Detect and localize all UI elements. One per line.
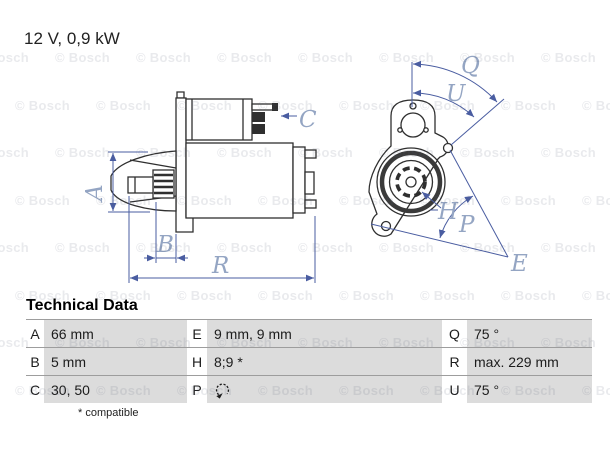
- dim-label-C: C: [299, 107, 317, 133]
- spec-key: U: [442, 376, 467, 403]
- table-row: C 30, 50 P U 75 °: [26, 375, 592, 403]
- spec-value: 8;9 *: [207, 348, 442, 375]
- dim-label-Q: Q: [461, 53, 480, 79]
- shaft-collar: [127, 176, 154, 194]
- side-view: [110, 91, 317, 233]
- spec-key: C: [26, 376, 44, 403]
- terminal-nut: [252, 112, 265, 122]
- spec-key: Q: [442, 320, 467, 347]
- front-view: [368, 99, 454, 237]
- watermark-text: © Bosch: [0, 335, 30, 350]
- table-footnote: * compatible: [78, 407, 139, 419]
- pinion-teeth: [395, 166, 427, 198]
- spec-value: 66 mm: [44, 320, 187, 347]
- table-row: B 5 mm H 8;9 * R max. 229 mm: [26, 347, 592, 375]
- spec-value: 5 mm: [44, 348, 187, 375]
- spec-value-rotation: [207, 376, 442, 403]
- spec-key: E: [187, 320, 207, 347]
- dim-label-P: P: [458, 212, 475, 238]
- technical-drawing: A B R C: [82, 53, 528, 283]
- spec-value: 30, 50: [44, 376, 187, 403]
- terminal-nut: [252, 124, 265, 134]
- voltage-power-rating: 12 V, 0,9 kW: [24, 29, 120, 48]
- bracket-top-tab: [176, 91, 185, 99]
- bolt-hole: [380, 220, 392, 232]
- solenoid-top-hole: [409, 102, 417, 110]
- spec-key: A: [26, 320, 44, 347]
- dim-label-H: H: [437, 199, 459, 225]
- dim-label-A: A: [82, 184, 108, 203]
- end-boss: [304, 171, 315, 195]
- spec-key: R: [442, 348, 467, 375]
- through-bolt: [304, 149, 317, 159]
- side-view-dimensions: A B R C: [82, 107, 317, 283]
- front-view-dimensions: Q U E P H: [370, 53, 528, 277]
- spec-key: H: [187, 348, 207, 375]
- table-row: A 66 mm E 9 mm, 9 mm Q 75 °: [26, 319, 592, 347]
- spec-value: max. 229 mm: [467, 348, 592, 375]
- spec-key: B: [26, 348, 44, 375]
- shaft-center-hole: [405, 176, 417, 188]
- spec-key: P: [187, 376, 207, 403]
- spec-value: 75 °: [467, 320, 592, 347]
- rotation-ccw-icon: [215, 383, 230, 399]
- motor-body: [185, 142, 294, 219]
- through-bolt: [304, 199, 317, 209]
- spec-value: 9 mm, 9 mm: [207, 320, 442, 347]
- flange-pilot-ring: [376, 147, 446, 217]
- solenoid-bore: [400, 112, 426, 138]
- solenoid: [185, 98, 253, 141]
- dim-label-B: B: [156, 232, 174, 258]
- end-cap: [292, 146, 306, 214]
- dim-label-U: U: [446, 81, 467, 107]
- spec-value: 75 °: [467, 376, 592, 403]
- bearing-ring: [379, 150, 443, 214]
- dim-label-R: R: [211, 253, 229, 279]
- technical-data-section: Technical Data A 66 mm E 9 mm, 9 mm Q 75…: [26, 297, 592, 419]
- dim-label-E: E: [510, 251, 528, 277]
- technical-data-title: Technical Data: [26, 297, 138, 314]
